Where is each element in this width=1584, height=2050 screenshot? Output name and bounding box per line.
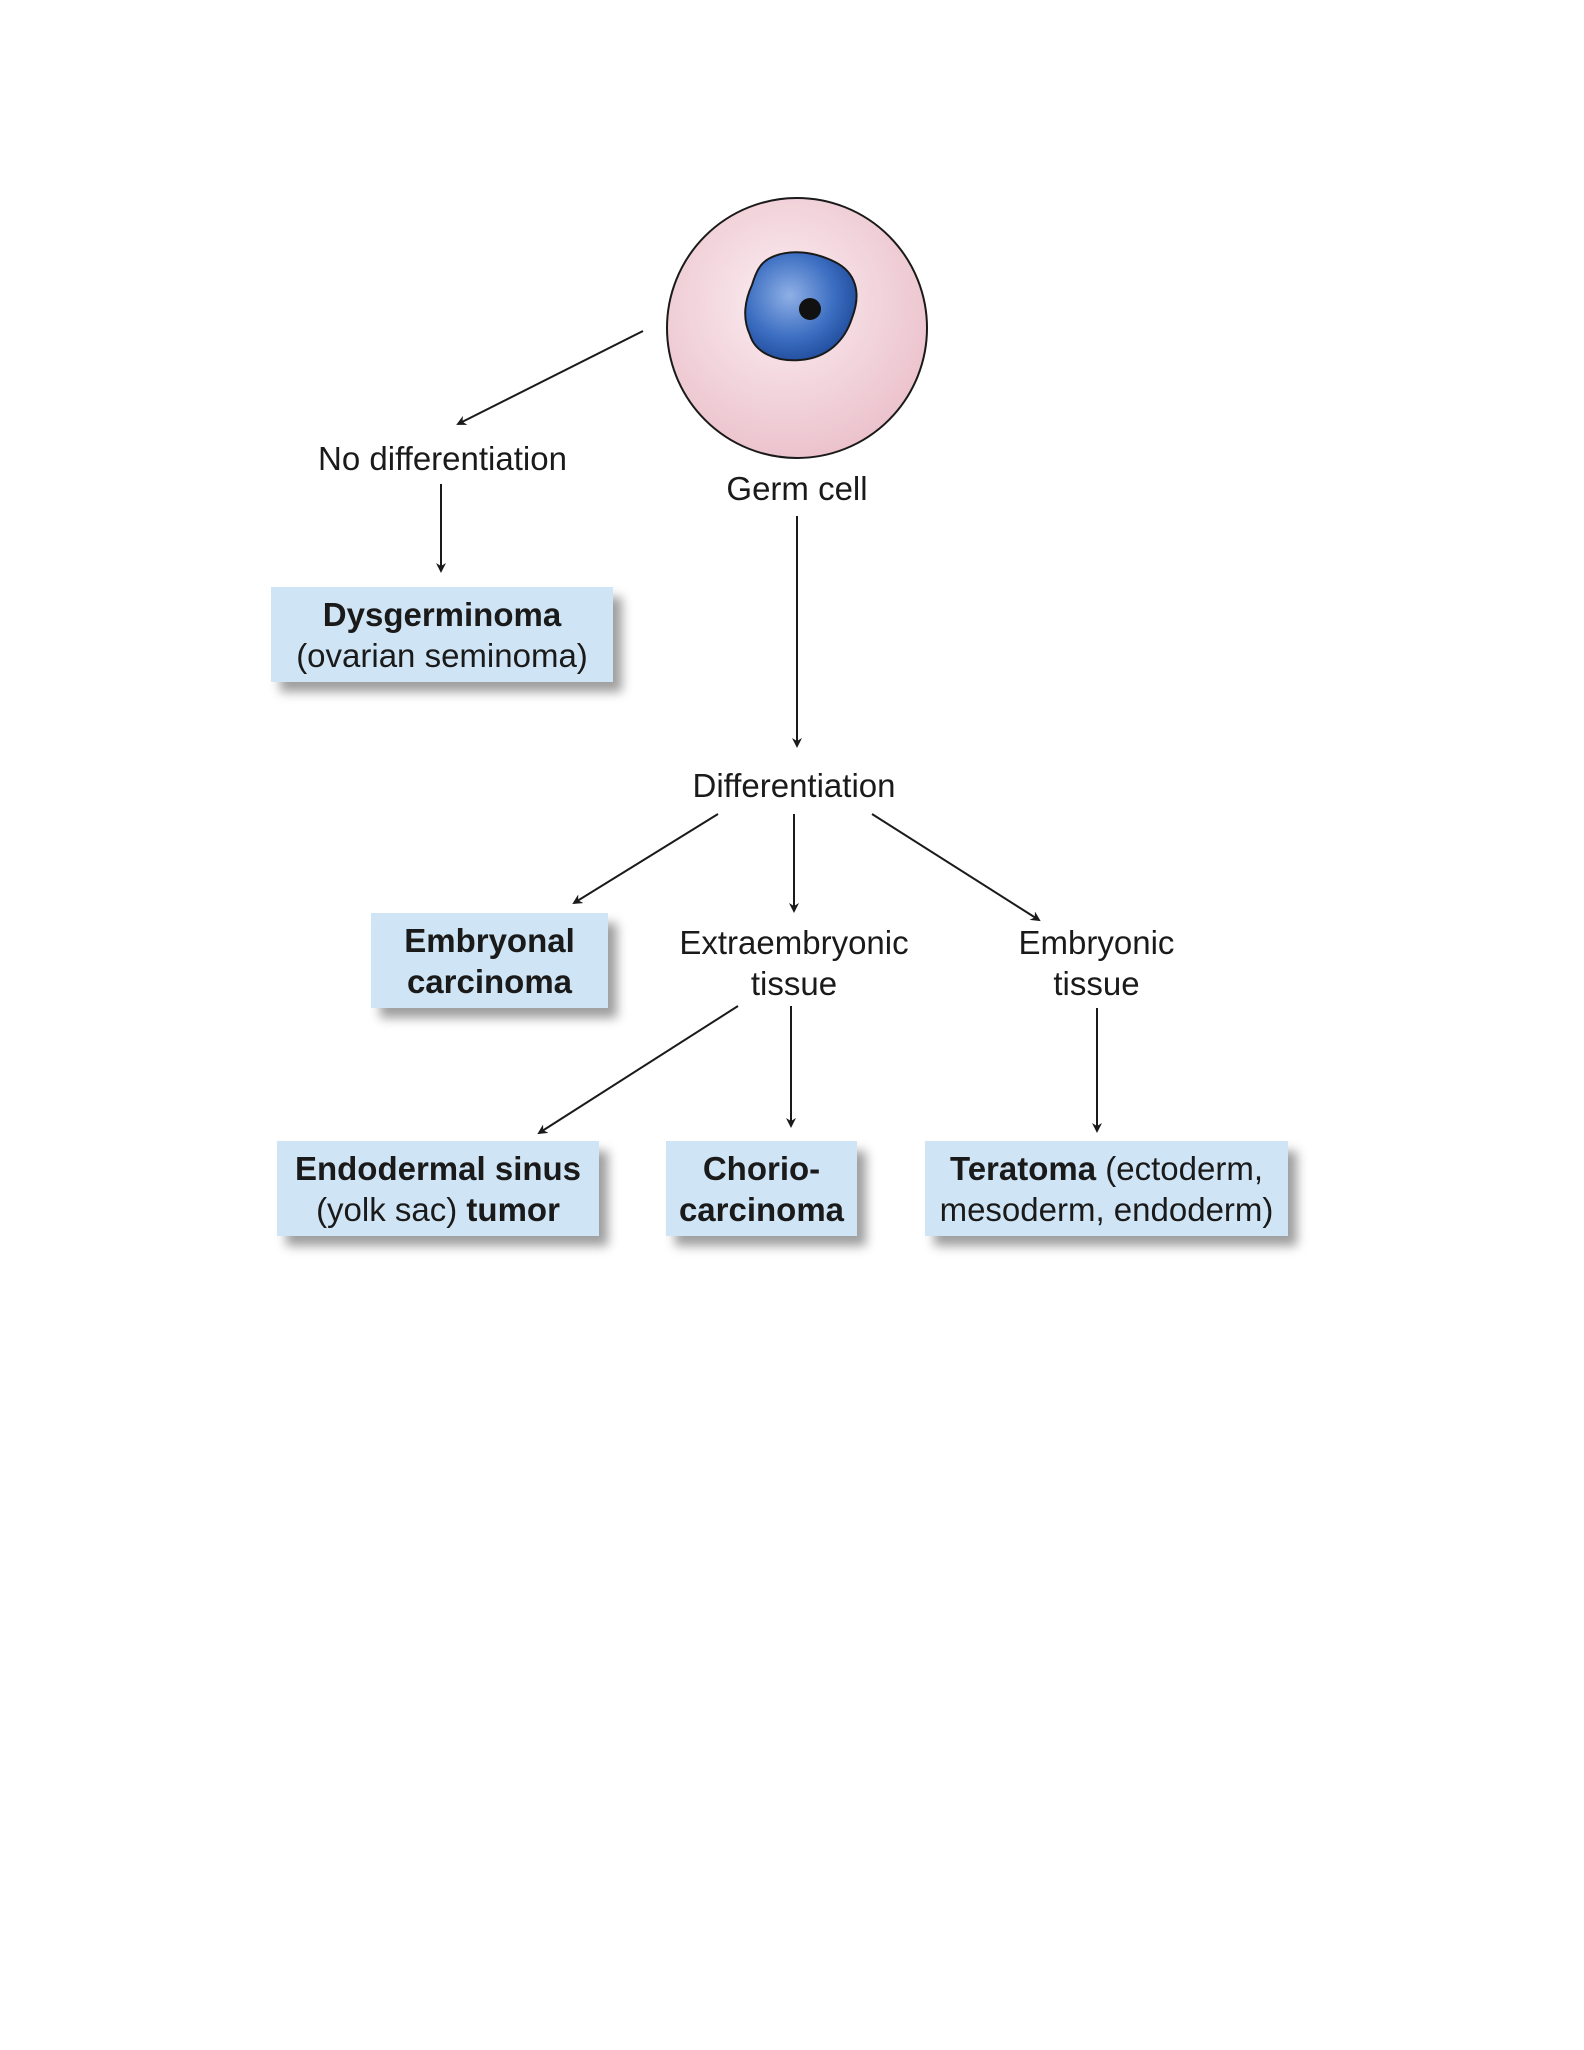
arrow-extraembryonic-to-endodermal xyxy=(537,1005,739,1135)
label-no-differentiation: No differentiation xyxy=(318,440,567,477)
teratoma-bold: Teratoma xyxy=(950,1149,1097,1187)
label-embryonic-tissue: Embryonic tissue xyxy=(990,922,1203,1004)
extraembryonic-line1: Extraembryonic xyxy=(679,924,909,961)
embryonal-line2: carcinoma xyxy=(406,962,573,1000)
label-germ-cell: Germ cell xyxy=(726,470,868,507)
box-dysgerminoma: Dysgerminoma (ovarian seminoma) xyxy=(271,587,613,682)
teratoma-line2: mesoderm, endoderm) xyxy=(939,1190,1274,1228)
embryonic-line2: tissue xyxy=(1053,965,1140,1002)
label-extraembryonic-tissue: Extraembryonic tissue xyxy=(663,922,925,1004)
box-embryonal-carcinoma: Embryonal carcinoma xyxy=(371,913,608,1008)
box-teratoma: Teratoma (ectoderm, mesoderm, endoderm) xyxy=(925,1141,1288,1236)
dysgerminoma-subtitle: (ovarian seminoma) xyxy=(296,636,588,674)
embryonic-line1: Embryonic xyxy=(1018,924,1175,961)
teratoma-line1: Teratoma (ectoderm, xyxy=(950,1148,1263,1189)
teratoma-rest1: (ectoderm, xyxy=(1096,1149,1263,1187)
endodermal-line2: (yolk sac) tumor xyxy=(316,1189,560,1230)
endodermal-line1: Endodermal sinus xyxy=(294,1149,582,1187)
cell-nucleolus xyxy=(799,298,821,320)
arrow-differentiation-to-embryonal xyxy=(572,813,719,905)
arrow-differentiation-to-embryonic xyxy=(871,813,1041,922)
germ-cell-icon xyxy=(666,197,928,459)
extraembryonic-line2: tissue xyxy=(750,965,838,1002)
arrow-cell-to-no-differentiation xyxy=(456,330,644,425)
chorio-line2: carcinoma xyxy=(678,1190,845,1228)
dysgerminoma-title: Dysgerminoma xyxy=(322,595,562,633)
endodermal-line2-bold: tumor xyxy=(466,1190,560,1228)
box-endodermal-sinus-tumor: Endodermal sinus (yolk sac) tumor xyxy=(277,1141,599,1236)
embryonal-line1: Embryonal xyxy=(404,921,575,959)
box-choriocarcinoma: Chorio- carcinoma xyxy=(666,1141,857,1236)
endodermal-line2-normal: (yolk sac) xyxy=(316,1190,467,1228)
chorio-line1: Chorio- xyxy=(702,1149,821,1187)
label-differentiation: Differentiation xyxy=(692,767,896,804)
